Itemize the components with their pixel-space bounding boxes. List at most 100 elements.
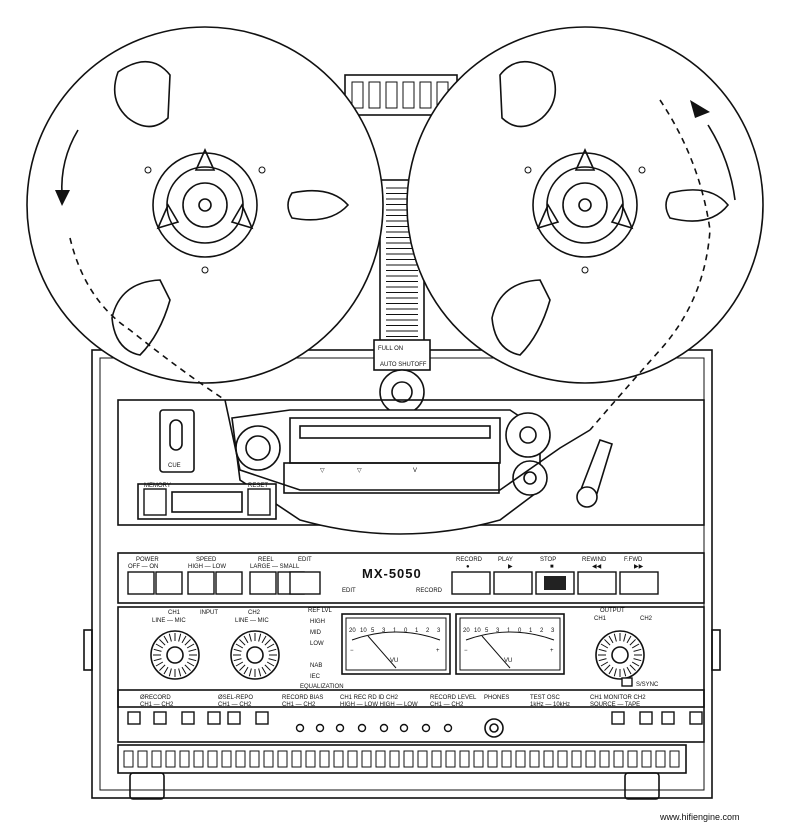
- output-ch1: CH1: [594, 616, 607, 622]
- eq-iec: IEC: [310, 674, 321, 680]
- input-ch2-label: CH2: [248, 610, 261, 616]
- function-button-sub: OFF — ON: [128, 564, 158, 570]
- bottom-button[interactable]: [153, 711, 167, 725]
- vu-scale-label: 0: [518, 628, 522, 634]
- transport-button-sub: ◀◀: [592, 564, 602, 570]
- knob-knurl: [163, 666, 169, 675]
- vu-meter-left: [341, 613, 451, 675]
- function-button-0-a[interactable]: [127, 571, 155, 595]
- right-reel: [406, 26, 764, 431]
- left-reel-hub: [166, 166, 244, 244]
- input-label: INPUT: [200, 610, 218, 616]
- tension-arm-hub: [391, 381, 413, 403]
- transport-button-title: RECORD: [456, 557, 483, 563]
- knob-center: [166, 646, 184, 664]
- trim-adjuster[interactable]: [357, 723, 367, 733]
- knob-knurl: [155, 643, 164, 649]
- bottom-button[interactable]: [207, 711, 221, 725]
- bottom-button[interactable]: [227, 711, 241, 725]
- left-guide-roller-inner: [245, 435, 271, 461]
- function-button-1-a[interactable]: [187, 571, 215, 595]
- knob-knurl: [239, 639, 246, 646]
- bottom-button[interactable]: [689, 711, 703, 725]
- left-handle: [83, 629, 93, 671]
- ref-level-high: HIGH: [310, 619, 325, 625]
- cue-lever[interactable]: [169, 419, 183, 451]
- knob-knurl: [181, 666, 187, 675]
- bottom-vent-slot: [571, 750, 582, 768]
- top-vent-slot: [385, 81, 398, 109]
- left-tape-path: [69, 237, 226, 401]
- function-button-2-a[interactable]: [249, 571, 277, 595]
- capstan-shaft: [523, 471, 537, 485]
- function-button-1-b[interactable]: [215, 571, 243, 595]
- function-button-0-b[interactable]: [155, 571, 183, 595]
- bottom-label-title: CH1 REC RD ID CH2: [340, 695, 399, 701]
- edit-button[interactable]: [289, 571, 321, 595]
- trim-adjuster[interactable]: [443, 723, 453, 733]
- bottom-button[interactable]: [639, 711, 653, 725]
- bottom-vent-slot: [403, 750, 414, 768]
- bottom-vent-slot: [501, 750, 512, 768]
- bottom-button[interactable]: [127, 711, 141, 725]
- cue-label: CUE: [168, 463, 181, 469]
- right-reel-spindle-center: [578, 198, 592, 212]
- trim-adjuster[interactable]: [335, 723, 345, 733]
- bottom-vent-slot: [431, 750, 442, 768]
- bottom-vent-slot: [655, 750, 666, 768]
- transport-button-1[interactable]: [493, 571, 533, 595]
- left-reel-hub-spokes: [156, 148, 254, 230]
- sync-switch[interactable]: [621, 677, 633, 687]
- left-reel-window-bottom: [111, 279, 171, 356]
- input-line-mic-2: LINE — MIC: [235, 618, 269, 624]
- phones-jack[interactable]: [484, 718, 504, 738]
- bottom-vent-slot: [515, 750, 526, 768]
- bottom-vent-slot: [333, 750, 344, 768]
- eq-title: EQUALIZATION: [300, 684, 344, 690]
- vu-scale-label: 20: [349, 628, 356, 634]
- reset-button[interactable]: [247, 488, 271, 516]
- bottom-vent-slot: [123, 750, 134, 768]
- phones-jack-inner: [489, 723, 499, 733]
- vu-meter-face: [345, 617, 447, 671]
- knob-knurl: [264, 639, 271, 646]
- trim-adjuster[interactable]: [399, 723, 409, 733]
- input-ch1-label: CH1: [168, 610, 181, 616]
- left-reel-screw: [144, 166, 152, 174]
- trim-adjuster[interactable]: [379, 723, 389, 733]
- memory-button[interactable]: [143, 488, 167, 516]
- bottom-vent-slot: [389, 750, 400, 768]
- input-knobs: [150, 630, 645, 680]
- meter-panel: INPUT CH1 CH2 LINE — MIC LINE — MIC REF …: [117, 606, 705, 708]
- bottom-button[interactable]: [661, 711, 675, 725]
- knob-knurl: [243, 666, 249, 675]
- knob-knurl: [153, 648, 162, 652]
- bottom-label-sub: 1kHz — 10kHz: [530, 702, 570, 708]
- vu-scale-label: 0: [404, 628, 408, 634]
- transport-button-title: STOP: [540, 557, 556, 563]
- knob-knurl: [604, 664, 611, 671]
- bottom-button[interactable]: [611, 711, 625, 725]
- knob-knurl: [629, 664, 636, 671]
- bottom-label-title: RECORD LEVEL: [430, 695, 477, 701]
- bottom-vent-slot: [291, 750, 302, 768]
- transport-button-4[interactable]: [619, 571, 659, 595]
- bottom-label-sub: CH1 — CH2: [218, 702, 252, 708]
- knob-knurl: [264, 664, 271, 671]
- trim-adjuster[interactable]: [421, 723, 431, 733]
- knob-knurl: [631, 661, 640, 667]
- bottom-button[interactable]: [255, 711, 269, 725]
- transport-button-3[interactable]: [577, 571, 617, 595]
- knob-knurl: [186, 643, 195, 649]
- trim-adjuster[interactable]: [315, 723, 325, 733]
- bottom-label-title: RECORD BIAS: [282, 695, 323, 701]
- bottom-vent-slot: [151, 750, 162, 768]
- transport-button-0[interactable]: [451, 571, 491, 595]
- right-reel-window-right: [665, 189, 730, 222]
- trim-adjuster[interactable]: [295, 723, 305, 733]
- cue-lever-plate[interactable]: [159, 409, 195, 473]
- left-reel-window-right: [287, 189, 350, 221]
- knob-knurl: [598, 658, 607, 662]
- bottom-button[interactable]: [181, 711, 195, 725]
